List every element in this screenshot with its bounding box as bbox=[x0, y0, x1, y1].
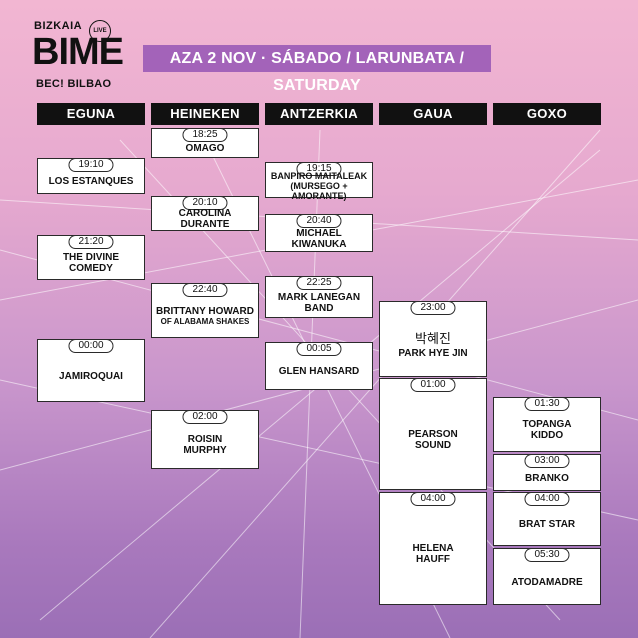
artist-name-line-2: HAUFF bbox=[416, 554, 450, 565]
logo-live-badge: LIVE bbox=[89, 20, 111, 42]
slot-time: 23:00 bbox=[410, 301, 456, 315]
artist-name: BRAT STAR bbox=[518, 519, 576, 530]
slot-antzerkia-1[interactable]: 19:15 BANPIRO MAITALEAK (MURSEGO + AMORA… bbox=[265, 162, 373, 201]
slot-heineken-4[interactable]: 02:00 ROISIN MURPHY bbox=[151, 410, 259, 469]
slot-heineken-1[interactable]: 18:25 OMAGO bbox=[151, 128, 259, 158]
artist-name: OMAGO bbox=[185, 143, 225, 154]
slot-goxo-2[interactable]: 03:00 BRANKO bbox=[493, 454, 601, 491]
column-header-eguna: EGUNA bbox=[37, 103, 145, 125]
slot-time: 01:30 bbox=[524, 397, 570, 411]
artist-name-line-1: MICHAEL bbox=[296, 227, 342, 239]
artist-name-line-2: SOUND bbox=[414, 439, 452, 451]
artist-name: LOS ESTANQUES bbox=[48, 176, 134, 187]
slot-time: 04:00 bbox=[524, 492, 570, 506]
artist-name: ATODAMADRE bbox=[511, 576, 583, 588]
artist-name: PARK HYE JIN bbox=[398, 347, 468, 359]
slot-goxo-1[interactable]: 01:30 TOPANGA KIDDO bbox=[493, 397, 601, 452]
slot-time: 05:30 bbox=[524, 548, 570, 562]
slot-time: 19:10 bbox=[68, 158, 114, 172]
artist-name: GLEN HANSARD bbox=[278, 366, 360, 377]
slot-antzerkia-4[interactable]: 00:05 GLEN HANSARD bbox=[265, 342, 373, 390]
artist-name-line-2: KIDDO bbox=[530, 430, 564, 441]
slot-time: 20:10 bbox=[182, 196, 228, 210]
column-header-goxo: GOXO bbox=[493, 103, 601, 125]
festival-logo: BIZKAIA LIVE BIME BEC! BILBAO bbox=[30, 16, 140, 98]
artist-name-line-1: TOPANGA bbox=[522, 419, 572, 430]
artist-name-line-1: BANPIRO MAITALEAK bbox=[270, 170, 368, 181]
artist-name: MARK LANEGAN BAND bbox=[277, 291, 361, 314]
slot-goxo-4[interactable]: 05:30 ATODAMADRE bbox=[493, 548, 601, 605]
artist-name-line-1: ROISIN bbox=[187, 434, 223, 445]
artist-name: JAMIROQUAI bbox=[59, 370, 123, 382]
slot-antzerkia-2[interactable]: 20:40 MICHAEL KIWANUKA bbox=[265, 214, 373, 252]
slot-gaua-1[interactable]: 23:00 박혜진 PARK HYE JIN bbox=[379, 301, 487, 377]
slot-heineken-2[interactable]: 20:10 CAROLINA DURANTE bbox=[151, 196, 259, 231]
slot-time: 00:00 bbox=[68, 339, 114, 353]
artist-name: BRITTANY HOWARD bbox=[156, 305, 254, 317]
slot-time: 04:00 bbox=[410, 492, 456, 506]
artist-subtitle: OF ALABAMA SHAKES bbox=[160, 316, 250, 326]
artist-name-korean: 박혜진 bbox=[415, 330, 451, 346]
slot-eguna-2[interactable]: 21:20 THE DIVINE COMEDY bbox=[37, 235, 145, 280]
slot-time: 02:00 bbox=[182, 410, 228, 424]
slot-time: 21:20 bbox=[68, 235, 114, 249]
artist-name-line-2: COMEDY bbox=[69, 263, 113, 274]
column-header-gaua: GAUA bbox=[379, 103, 487, 125]
slot-gaua-2[interactable]: 01:00 PEARSON SOUND bbox=[379, 378, 487, 490]
logo-line-1: BIZKAIA bbox=[34, 20, 83, 32]
slot-goxo-3[interactable]: 04:00 BRAT STAR bbox=[493, 492, 601, 546]
artist-name-line-1: THE DIVINE bbox=[62, 252, 120, 263]
slot-eguna-1[interactable]: 19:10 LOS ESTANQUES bbox=[37, 158, 145, 194]
column-header-antzerkia: ANTZERKIA bbox=[265, 103, 373, 125]
slot-eguna-3[interactable]: 00:00 JAMIROQUAI bbox=[37, 339, 145, 402]
column-header-heineken: HEINEKEN bbox=[151, 103, 259, 125]
artist-name-line-1: HELENA bbox=[412, 543, 454, 554]
slot-time: 20:40 bbox=[296, 214, 342, 228]
artist-name-line-2: KIWANUKA bbox=[291, 238, 347, 250]
artist-name: CAROLINA DURANTE bbox=[178, 208, 232, 230]
slot-antzerkia-3[interactable]: 22:25 MARK LANEGAN BAND bbox=[265, 276, 373, 318]
slot-time: 22:40 bbox=[182, 283, 228, 297]
artist-name-line-2: (MURSEGO + AMORANTE) bbox=[290, 180, 348, 201]
artist-name-line-1: PEARSON bbox=[408, 428, 458, 440]
artist-name: BRANKO bbox=[525, 472, 569, 484]
slot-time: 22:25 bbox=[296, 276, 342, 290]
slot-time: 03:00 bbox=[524, 454, 570, 468]
slot-time: 01:00 bbox=[410, 378, 456, 392]
artist-name-line-2: MURPHY bbox=[183, 445, 227, 456]
date-banner: AZA 2 NOV · SÁBADO / LARUNBATA / SATURDA… bbox=[143, 45, 491, 94]
logo-main: BIME bbox=[32, 31, 124, 73]
slot-heineken-3[interactable]: 22:40 BRITTANY HOWARD OF ALABAMA SHAKES bbox=[151, 283, 259, 338]
slot-time: 19:15 bbox=[296, 162, 342, 176]
slot-time: 00:05 bbox=[296, 342, 342, 356]
slot-gaua-3[interactable]: 04:00 HELENA HAUFF bbox=[379, 492, 487, 605]
logo-line-3: BEC! BILBAO bbox=[36, 78, 112, 90]
slot-time: 18:25 bbox=[182, 128, 228, 142]
